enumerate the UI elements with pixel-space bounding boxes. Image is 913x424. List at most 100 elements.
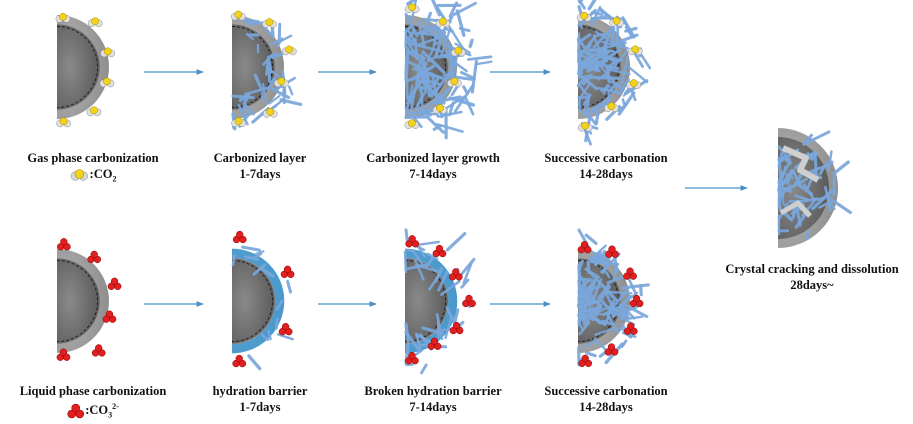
- calcite-crystal: [267, 57, 269, 74]
- label-carbonized-growth-title: Carbonized layer growth: [366, 150, 500, 166]
- particle-successive-top: [577, 0, 650, 144]
- carbonate-ion: [57, 238, 70, 250]
- label-crystal-cracking-title: Crystal cracking and dissolution: [725, 261, 898, 277]
- legend-co2: :CO2: [27, 166, 158, 188]
- carbonate-ion: [449, 268, 462, 280]
- co2-molecule: [282, 46, 296, 55]
- calcite-crystal: [416, 242, 439, 245]
- particle-broken-hydration: [405, 230, 476, 373]
- carbonate-ion: [578, 241, 591, 253]
- legend-co2-subscript: 2: [112, 175, 116, 184]
- carbonate-ion: [605, 344, 618, 356]
- particle-hydration-barrier: [232, 231, 294, 368]
- carbonate-ion: [92, 345, 105, 357]
- particle-carbonized-growth: [405, 0, 492, 138]
- calcite-crystal: [579, 292, 581, 313]
- calcite-crystal: [243, 247, 260, 250]
- calcite-crystal: [588, 264, 589, 272]
- calcite-crystal: [464, 87, 468, 94]
- calcite-crystal: [421, 365, 426, 373]
- label-carbonized-growth: Carbonized layer growth 7-14days: [366, 150, 500, 182]
- carbonate-ion: [605, 246, 618, 258]
- calcite-crystal: [589, 0, 599, 9]
- carbonate-ion: [233, 355, 246, 367]
- carbonate-ion: [623, 268, 636, 280]
- calcite-crystal: [579, 97, 587, 98]
- particle-successive-bottom: [578, 230, 648, 367]
- calcite-crystal: [249, 356, 260, 369]
- calcite-crystal: [834, 162, 848, 173]
- calcite-crystal: [621, 309, 622, 319]
- label-hydration-barrier-title: hydration barrier: [213, 383, 308, 399]
- calcite-crystal: [587, 353, 595, 356]
- calcite-crystal: [807, 231, 809, 238]
- label-crystal-cracking-period: 28days~: [725, 277, 898, 293]
- carbonate-ion: [281, 266, 294, 278]
- calcite-crystal: [278, 334, 293, 339]
- label-successive-bottom: Successive carbonation 14-28days: [544, 383, 667, 415]
- calcite-crystal: [592, 77, 619, 78]
- calcite-crystal: [468, 57, 491, 60]
- calcite-crystal: [406, 250, 412, 251]
- carbonate-ion: [88, 251, 101, 263]
- calcite-crystal: [289, 87, 292, 95]
- calcite-crystal: [288, 281, 291, 292]
- label-liquid-phase: Liquid phase carbonization :CO32-: [20, 383, 167, 424]
- label-gas-phase: Gas phase carbonization :CO2: [27, 150, 158, 188]
- particle-liquid-phase: [57, 238, 121, 360]
- carbonate-ion-icon: [67, 403, 85, 419]
- calcite-crystal: [470, 40, 472, 46]
- co2-molecule: [262, 18, 276, 27]
- carbonate-ion: [233, 231, 246, 243]
- carbonate-ion: [624, 323, 637, 335]
- calcite-crystal: [457, 11, 464, 35]
- co2-molecule: [87, 107, 101, 116]
- calcite-crystal: [406, 68, 407, 98]
- calcite-crystal: [233, 256, 234, 265]
- calcite-crystal: [276, 319, 277, 328]
- legend-carbonate-text: :CO: [85, 403, 108, 417]
- label-carbonized-layer-title: Carbonized layer: [214, 150, 307, 166]
- co2-molecule: [57, 118, 71, 127]
- carbonate-ion: [108, 278, 121, 290]
- calcite-crystal: [586, 235, 596, 243]
- label-carbonized-layer: Carbonized layer 1-7days: [214, 150, 307, 182]
- legend-carbonate: :CO32-: [20, 399, 167, 424]
- carbonate-ion: [433, 245, 446, 257]
- co2-molecule: [88, 18, 102, 27]
- label-gas-phase-title: Gas phase carbonization: [27, 150, 158, 166]
- legend-co2-text: :CO: [90, 167, 113, 181]
- label-hydration-barrier: hydration barrier 1-7days: [213, 383, 308, 415]
- legend-carbonate-subscript: 3: [108, 411, 112, 420]
- label-successive-top-period: 14-28days: [544, 166, 667, 182]
- particle-carbonized-layer: [231, 11, 300, 129]
- calcite-crystal: [408, 0, 430, 4]
- co2-molecule-icon: [70, 167, 90, 183]
- calcite-crystal: [476, 62, 491, 64]
- label-successive-bottom-period: 14-28days: [544, 399, 667, 415]
- carbonate-ion: [462, 295, 475, 307]
- particle-gas-phase: [56, 13, 115, 127]
- legend-carbonate-superscript: 2-: [112, 402, 119, 411]
- calcite-crystal: [628, 67, 647, 82]
- label-successive-bottom-title: Successive carbonation: [544, 383, 667, 399]
- calcite-crystal: [406, 230, 407, 240]
- label-successive-top-title: Successive carbonation: [544, 150, 667, 166]
- label-crystal-cracking: Crystal cracking and dissolution 28days~: [725, 261, 898, 293]
- calcite-crystal: [447, 234, 464, 250]
- calcite-crystal: [641, 286, 642, 295]
- calcite-crystal: [451, 57, 452, 83]
- carbonate-ion: [579, 355, 592, 367]
- calcite-crystal: [415, 39, 417, 58]
- calcite-crystal: [584, 320, 585, 326]
- carbonate-ion: [279, 323, 292, 335]
- label-broken-hydration-title: Broken hydration barrier: [364, 383, 501, 399]
- label-broken-hydration: Broken hydration barrier 7-14days: [364, 383, 501, 415]
- calcite-crystal: [609, 93, 610, 99]
- label-carbonized-growth-period: 7-14days: [366, 166, 500, 182]
- label-successive-top: Successive carbonation 14-28days: [544, 150, 667, 182]
- particle-crystal-cracking: [778, 128, 851, 248]
- label-carbonized-layer-period: 1-7days: [214, 166, 307, 182]
